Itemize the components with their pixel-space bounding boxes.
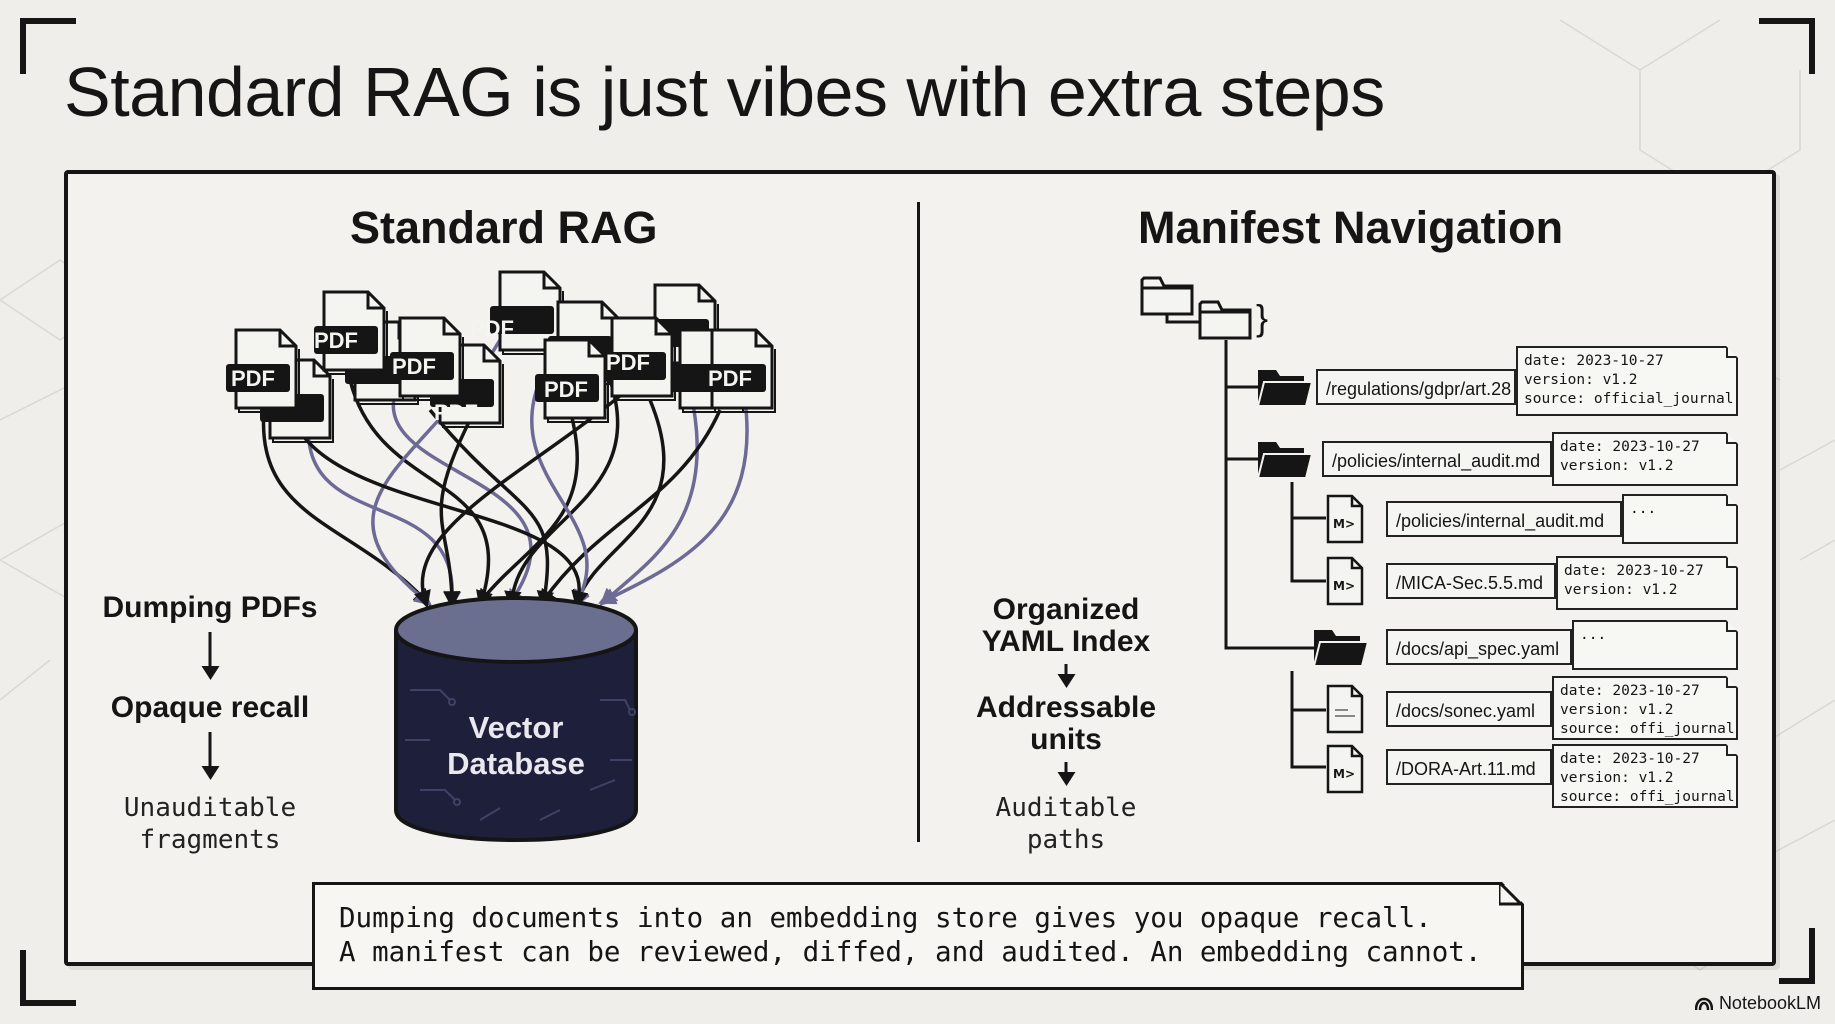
metadata-card: date: 2023-10-27 version: v1.2: [1556, 556, 1738, 610]
pdf-label: PDF: [392, 354, 436, 379]
notebooklm-logo-icon: [1694, 997, 1713, 1010]
meta-line: version: v1.2: [1524, 372, 1638, 388]
meta-line: version: v1.2: [1560, 458, 1674, 474]
manifest-navigation-heading: Manifest Navigation: [1138, 202, 1564, 253]
manifest-path: /docs/api_spec.yaml: [1386, 629, 1572, 665]
manifest-path: /regulations/gdpr/art.28: [1316, 369, 1516, 405]
brand-name: NotebookLM: [1718, 993, 1821, 1013]
flow-step-addressable-line2: units: [1030, 723, 1102, 756]
manifest-path: /policies/internal_audit.md: [1386, 501, 1622, 537]
metadata-card: date: 2023-10-27 version: v1.2 source: o…: [1552, 676, 1738, 740]
flow-step-addressable-line1: Addressable: [975, 691, 1157, 724]
meta-line: date: 2023-10-27: [1560, 439, 1700, 455]
metadata-card: ...: [1622, 494, 1738, 544]
pdf-label: PDF: [544, 377, 588, 402]
flow-step-auditable-line2: paths: [1026, 825, 1106, 855]
slide-title: Standard RAG is just vibes with extra st…: [64, 53, 1385, 131]
pdf-connectors: [261, 339, 749, 609]
meta-line: version: v1.2: [1560, 702, 1674, 718]
meta-line: source: official_journal: [1524, 391, 1734, 407]
meta-line: ...: [1580, 627, 1607, 643]
caption-fold-corner: [1499, 882, 1523, 906]
flow-step-organized-line2: YAML Index: [981, 625, 1151, 658]
metadata-card: ...: [1572, 620, 1738, 670]
yaml-file-icon: [1326, 684, 1364, 734]
markdown-file-icon: [1326, 556, 1364, 606]
database-label-line2: Database: [447, 746, 585, 781]
pdf-document-stack: [224, 270, 777, 444]
pdf-label: PDF: [606, 350, 650, 375]
frame-corner-bottom-left: [20, 950, 76, 1006]
frame-corner-top-left: [20, 18, 76, 74]
meta-line: date: 2023-10-27: [1560, 683, 1700, 699]
caption-box: Dumping documents into an embedding stor…: [312, 882, 1524, 990]
markdown-file-icon: [1326, 494, 1364, 544]
meta-line: source: offi_journal: [1560, 721, 1735, 737]
meta-line: version: v1.2: [1560, 770, 1674, 786]
meta-line: date: 2023-10-27: [1524, 353, 1664, 369]
pdf-labels: PDF PDF PDF PDF PDF PDF PDF PDF: [231, 316, 752, 425]
meta-line: date: 2023-10-27: [1560, 751, 1700, 767]
subfolder-icon: [1198, 300, 1252, 340]
pdf-label: PDF: [314, 328, 358, 353]
meta-line: ...: [1630, 501, 1657, 517]
folder-icon: [1257, 369, 1313, 407]
markdown-file-icon: [1326, 744, 1364, 794]
flow-arrow-down: [1064, 664, 1068, 684]
caption-line1: Dumping documents into an embedding stor…: [339, 902, 1432, 934]
meta-line: source: offi_journal: [1560, 789, 1735, 805]
pdf-label: PDF: [231, 366, 275, 391]
pdf-label: PDF: [434, 400, 478, 425]
root-folder-icon: [1140, 276, 1194, 316]
folder-icon: [1313, 629, 1369, 667]
metadata-card: date: 2023-10-27 version: v1.2 source: o…: [1516, 346, 1738, 416]
flow-arrow-down: [208, 732, 212, 776]
brand-watermark: NotebookLM: [1694, 993, 1821, 1014]
caption-line2: A manifest can be reviewed, diffed, and …: [339, 936, 1482, 968]
flow-step-unauditable-line1: Unauditable: [123, 793, 297, 823]
standard-rag-heading: Standard RAG: [350, 202, 658, 253]
metadata-card: date: 2023-10-27 version: v1.2 source: o…: [1552, 744, 1738, 808]
manifest-path: /policies/internal_audit.md: [1322, 441, 1552, 477]
brace: }: [1256, 297, 1268, 338]
flow-step-auditable-line1: Auditable: [995, 793, 1137, 823]
frame-corner-bottom-right: [1779, 928, 1815, 984]
meta-line: date: 2023-10-27: [1564, 563, 1704, 579]
manifest-path: /DORA-Art.11.md: [1386, 749, 1552, 785]
frame-corner-top-right: [1759, 18, 1815, 74]
panel-divider: [917, 202, 920, 842]
flow-arrow-down: [1064, 762, 1068, 782]
vector-database-icon: Vector Database: [394, 596, 638, 842]
database-label-line1: Vector: [469, 710, 564, 745]
manifest-path: /docs/sonec.yaml: [1386, 691, 1552, 727]
flow-arrow-down: [208, 632, 212, 676]
metadata-card: date: 2023-10-27 version: v1.2: [1552, 432, 1738, 486]
flow-step-organized-line1: Organized: [992, 593, 1140, 626]
folder-icon: [1257, 441, 1313, 479]
manifest-tree: }: [1140, 276, 1369, 794]
flow-step-unauditable-line2: fragments: [139, 825, 281, 855]
flow-step-opaque-recall: Opaque recall: [110, 691, 310, 724]
flow-step-dumping-pdfs: Dumping PDFs: [102, 591, 318, 624]
meta-line: version: v1.2: [1564, 582, 1678, 598]
pdf-label: PDF: [708, 366, 752, 391]
manifest-path: /MICA-Sec.5.5.md: [1386, 563, 1556, 599]
pdf-label: PDF: [470, 316, 514, 341]
